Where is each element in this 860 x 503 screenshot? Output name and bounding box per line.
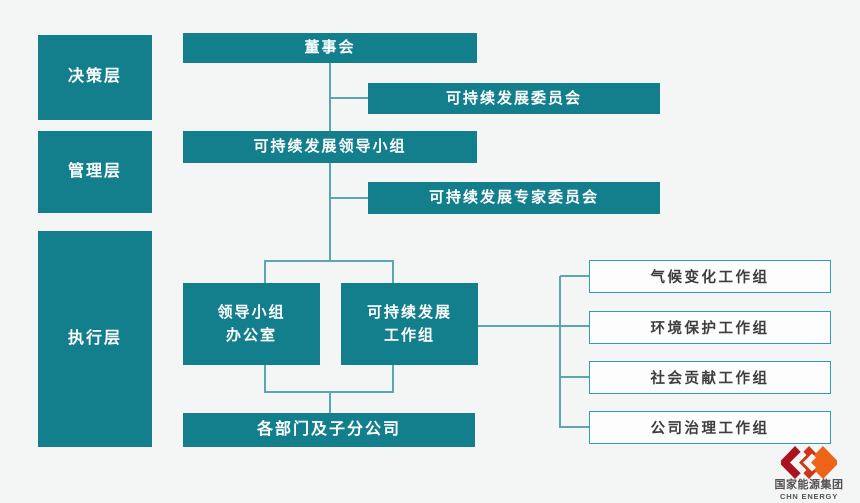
- connector-office-down: [264, 365, 266, 392]
- layer-box-decision: 决策层: [38, 35, 152, 120]
- connector-to-departments: [329, 391, 331, 413]
- node-corporate-governance-workgroup: 公司治理工作组: [589, 411, 831, 444]
- layer-box-management: 管理层: [38, 131, 152, 213]
- layer-box-execution: 执行层: [38, 231, 152, 447]
- node-climate-change-workgroup: 气候变化工作组: [589, 260, 831, 293]
- connector-to-expert-committee: [330, 197, 368, 199]
- chn-energy-emblem-icon: [781, 445, 837, 479]
- connector-to-sd-committee: [330, 97, 368, 99]
- connector-split-top: [264, 260, 394, 262]
- node-sd-working-group: 可持续发展 工作组: [341, 283, 478, 365]
- node-environment-protection-workgroup: 环境保护工作组: [589, 311, 831, 344]
- node-social-contribution-workgroup: 社会贡献工作组: [589, 361, 831, 394]
- node-sd-committee: 可持续发展委员会: [368, 83, 660, 114]
- node-leading-group-office: 领导小组 办公室: [183, 283, 320, 365]
- chn-energy-logo: 国家能源集团 CHN ENERGY: [774, 445, 844, 501]
- connector-leading-group-down: [329, 163, 331, 262]
- connector-working-group-down: [392, 365, 394, 392]
- connector-working-group-right: [478, 325, 589, 327]
- node-board-of-directors: 董事会: [183, 33, 477, 63]
- connector-stub-governance: [560, 426, 589, 428]
- connector-stub-social: [560, 376, 589, 378]
- node-sd-expert-committee: 可持续发展专家委员会: [368, 182, 660, 214]
- connector-drop-working-group: [392, 260, 394, 283]
- connector-workgroups-trunk: [559, 276, 561, 428]
- connector-stub-climate: [560, 275, 589, 277]
- node-departments-subsidiaries: 各部门及子分公司: [183, 413, 475, 447]
- logo-name-cn: 国家能源集团: [774, 478, 844, 491]
- connector-drop-office: [264, 260, 266, 283]
- node-sd-leading-group: 可持续发展领导小组: [183, 131, 477, 163]
- logo-name-en: CHN ENERGY: [779, 491, 838, 501]
